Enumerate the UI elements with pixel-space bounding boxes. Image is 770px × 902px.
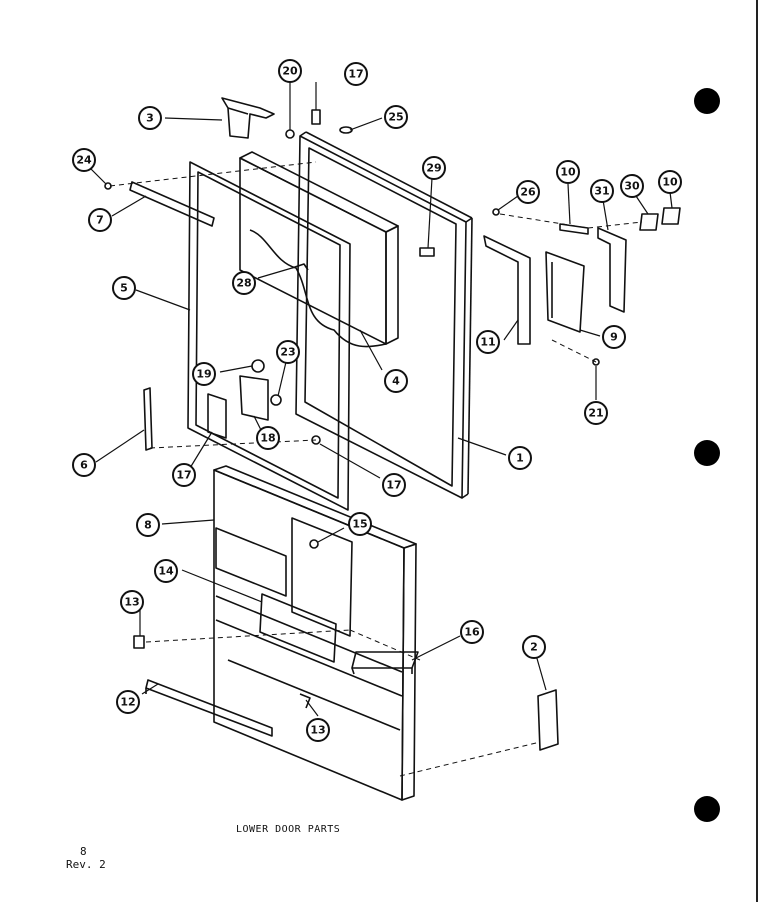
part-side-trim [143,387,153,451]
callout-14: 14 [158,565,174,578]
callout-2: 2 [530,641,538,654]
callout-17-top: 17 [348,68,363,81]
callout-1: 1 [516,452,524,465]
callout-circles [72,59,682,742]
part-handle-bracket [483,235,531,345]
callout-21: 20 [282,65,298,78]
revision-label: Rev. 2 [66,858,106,871]
callout-31: 31 [594,185,609,198]
part-pad-10-right [661,207,681,225]
callout-3: 3 [146,112,154,125]
part-29-clip [419,247,435,257]
part-28-clip [291,263,309,271]
guide-lines [109,161,643,777]
callout-29: 29 [426,162,441,175]
part-insulation-block [239,151,399,348]
callout-15: 15 [352,518,367,531]
diagram-caption: LOWER DOOR PARTS [236,824,341,835]
part-gasket [187,161,351,511]
part-19-bracket [239,375,269,421]
callout-17-bottom: 17 [386,479,401,492]
callout-18: 17 [176,469,191,482]
callout-28: 28 [236,277,251,290]
part-bottom-trim [145,679,273,737]
part-20-knob [251,359,265,373]
part-door-frame [295,131,473,499]
callout-13-left: 13 [124,596,139,609]
callout-11: 11 [480,336,495,349]
part-18-plate [207,393,227,439]
part-small-panel [537,689,559,751]
binder-hole-top [694,88,720,114]
callout-10-right: 10 [662,176,678,189]
part-17-pin [311,109,321,125]
part-13-clip-right [299,693,311,709]
part-pad-30 [639,213,659,231]
binder-hole-middle [694,440,720,466]
part-drip-tray [351,651,419,675]
part-15-screw [309,539,319,549]
callout-24: 23 [280,346,295,359]
part-26-cap [339,126,353,134]
callout-7: 7 [96,214,104,227]
part-23-screw [592,358,600,366]
page-edge-line [756,0,758,902]
part-lower-panel [213,465,417,801]
part-13-clip-left [133,635,145,649]
callout-10-left: 10 [560,166,576,179]
callout-6: 6 [80,459,88,472]
callout-19: 18 [260,432,275,445]
part-handle-cover [597,227,627,313]
callout-20: 19 [196,368,211,381]
leader-lines [89,82,673,717]
part-dispenser-window [259,593,337,663]
part-hinge-bracket [221,97,275,139]
part-pad-10-left [559,223,589,235]
binder-hole-bottom [694,796,720,822]
callout-23: 21 [588,407,603,420]
page-footer: 8 Rev. 2 [66,845,106,871]
callout-12: 12 [120,696,135,709]
callout-8: 8 [144,519,152,532]
page-number: 8 [80,845,87,858]
callout-9: 9 [610,331,618,344]
part-27-screw [492,208,500,216]
callout-13-right: 13 [310,724,325,737]
callout-25: 24 [76,154,92,167]
callout-5: 5 [120,282,128,295]
callout-26: 25 [388,111,403,124]
part-handle [545,251,585,333]
part-top-trim [129,181,215,227]
callout-30: 30 [624,180,640,193]
part-24-screw [270,394,282,406]
part-21-washer [285,129,295,139]
callout-27: 26 [520,186,536,199]
callout-4: 4 [392,375,400,388]
callout-16: 16 [464,626,480,639]
